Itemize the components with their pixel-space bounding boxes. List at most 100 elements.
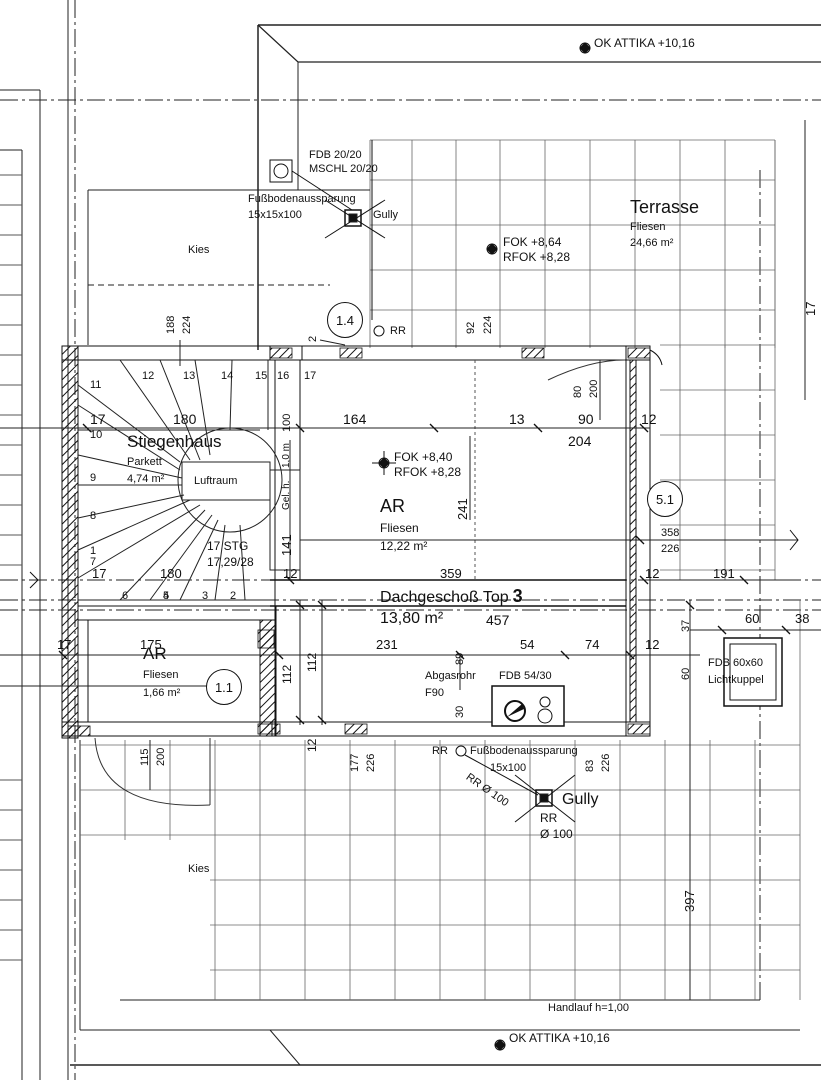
dimension: 112	[305, 652, 319, 672]
floor-recess-top-label: Fußbodenaussparung	[248, 193, 356, 205]
dimension: 112	[280, 664, 294, 684]
room-terrasse-area: 24,66 m²	[630, 237, 674, 249]
stair-number: 1	[90, 545, 97, 557]
dimension: 54	[520, 637, 535, 652]
dimension: 17	[90, 411, 106, 427]
dimension: 60	[680, 667, 692, 680]
dimension: 17	[92, 566, 107, 581]
dimension: 12	[641, 411, 657, 427]
fok-terrace-label: FOK +8,64	[503, 235, 562, 249]
dimension: 60	[745, 611, 760, 626]
gully-top-label: Gully	[373, 209, 399, 221]
marker-5-1: 5.1	[647, 481, 683, 517]
stair-number: 13	[183, 370, 196, 382]
stair-number: 15	[255, 370, 268, 382]
rr-bottom2-diameter: Ø 100	[540, 827, 573, 841]
dimension: 13	[509, 411, 525, 427]
dimension: 204	[568, 433, 592, 449]
lichtkuppel-label: Lichtkuppel	[708, 674, 764, 686]
floor-recess-top-size: 15x15x100	[248, 209, 302, 221]
dimension: 180	[160, 566, 182, 581]
stair-steps-dims: 17,29/28	[207, 555, 254, 569]
f90-label: F90	[425, 687, 444, 699]
chimney-fdb	[491, 685, 565, 727]
dimension: 164	[343, 411, 367, 427]
dimension: 12	[645, 566, 660, 581]
dimension: 226	[600, 753, 612, 772]
room-ar-small-finish: Fliesen	[143, 669, 179, 681]
room-terrasse-name: Terrasse	[630, 197, 700, 217]
floor-recess-bottom-label: Fußbodenaussparung	[470, 745, 578, 757]
stair-number: 8	[90, 510, 97, 522]
dimension: 92	[465, 321, 477, 334]
dimension: 226	[661, 543, 680, 555]
stair-number: 14	[221, 370, 234, 382]
dimension: 90	[578, 411, 594, 427]
rr-top-label: RR	[390, 325, 406, 337]
room-stiegenhaus-finish: Parkett	[127, 456, 162, 468]
dimension: 74	[585, 637, 600, 652]
ok-attika-bottom-label: OK ATTIKA +10,16	[509, 1031, 610, 1045]
fdb-20-label: FDB 20/20	[309, 149, 362, 161]
room-stiegenhaus-area: 4,74 m²	[127, 473, 165, 485]
rfok-main-label: RFOK +8,28	[394, 465, 462, 479]
door-arc	[94, 737, 211, 806]
mschl-label: MSCHL 20/20	[309, 163, 378, 175]
stair-number: 2	[230, 590, 237, 602]
rr-bottom-label: RR	[432, 745, 448, 757]
fdb-60-label: FDB 60x60	[708, 657, 764, 669]
dimension: 188	[165, 315, 177, 334]
stair-steps-label: 17 STG	[207, 539, 249, 553]
gel-h-value: 1,0 m	[281, 442, 292, 468]
dimension: 89	[454, 652, 466, 665]
stair-number: 4	[163, 590, 170, 602]
room-ar-main-finish: Fliesen	[380, 521, 419, 535]
dimension: 457	[486, 612, 510, 628]
stair-number: 7	[90, 556, 97, 568]
dimension: 397	[682, 890, 697, 912]
room-ar-main-name: AR	[380, 496, 406, 516]
unit-number: 3	[512, 586, 523, 606]
gel-h-label: Gel. h.	[281, 480, 292, 510]
dimension: 80	[572, 385, 584, 398]
stair-number: 5	[163, 590, 170, 602]
dimension: 141	[279, 534, 294, 556]
stair-number: 6	[122, 590, 129, 602]
dimension: 175	[140, 637, 162, 652]
dimension: 2	[307, 335, 319, 342]
room-ar-main-area: 12,22 m²	[380, 539, 428, 553]
dimension: 100	[281, 413, 293, 432]
fok-main-label: FOK +8,40	[394, 450, 453, 464]
rfok-terrace-label: RFOK +8,28	[503, 250, 571, 264]
kies-top-label: Kies	[188, 244, 210, 256]
dimension: 200	[155, 747, 167, 766]
marker-1-1: 1.1	[206, 669, 242, 705]
fdb-54-label: FDB 54/30	[499, 670, 552, 682]
marker-1-4: 1.4	[327, 302, 363, 338]
dimension: 191	[713, 566, 735, 581]
dimension: 358	[661, 527, 680, 539]
room-terrasse-finish: Fliesen	[630, 221, 666, 233]
dimension: 12	[305, 738, 319, 752]
dimension: 12	[283, 566, 298, 581]
room-stiegenhaus-name: Stiegenhaus	[127, 432, 222, 451]
dimension: 359	[440, 566, 462, 581]
stairwell-wall	[61, 345, 79, 739]
dimension: 224	[482, 315, 494, 334]
kies-bottom-label: Kies	[188, 863, 210, 875]
room-ar-small-name: AR	[143, 644, 167, 663]
dimension: 12	[645, 637, 660, 652]
dimension: 37	[680, 619, 692, 632]
dimension: 30	[454, 705, 466, 718]
luftraum-label: Luftraum	[194, 475, 238, 487]
dimension: 177	[349, 753, 361, 772]
dimension: 83	[584, 759, 596, 772]
unit-title-text: Dachgeschoß Top	[380, 589, 509, 606]
main-room-walls	[269, 345, 651, 361]
abgasrohr-label: Abgasrohr	[425, 670, 476, 682]
dimension: 226	[365, 753, 377, 772]
dimension: 38	[795, 611, 810, 626]
floor-recess-bottom-size: 15x100	[490, 762, 527, 774]
dimension: 115	[139, 748, 151, 766]
